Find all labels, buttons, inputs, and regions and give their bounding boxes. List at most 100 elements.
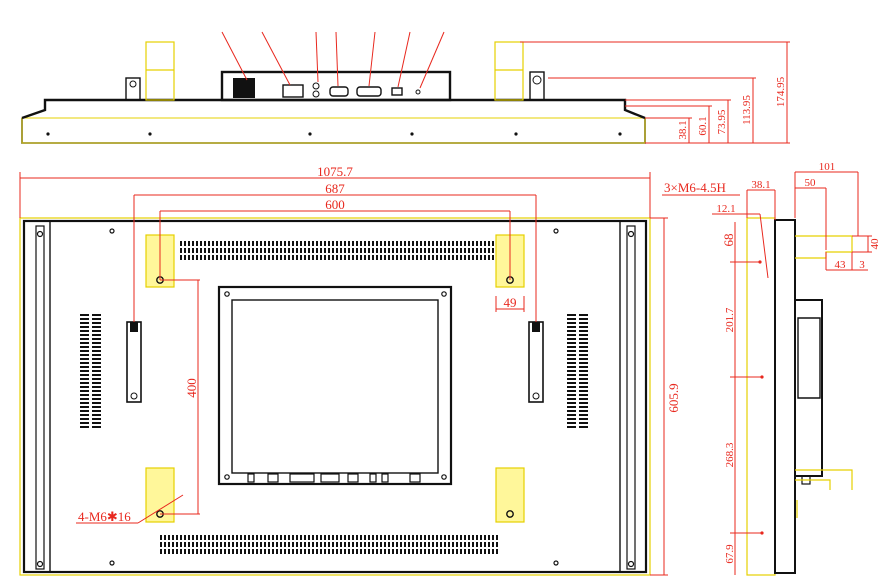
top-chassis-profile xyxy=(21,98,646,120)
vent-slot xyxy=(312,248,314,253)
vent-slot xyxy=(92,366,101,368)
vent-slot xyxy=(388,241,390,246)
vent-slot xyxy=(484,255,486,260)
vent-slot xyxy=(216,535,218,540)
vent-slot xyxy=(248,535,250,540)
dim-600: 600 xyxy=(325,197,345,212)
vent-slot xyxy=(579,402,588,404)
leader-line xyxy=(368,31,376,87)
vent-slot xyxy=(180,542,182,547)
vent-slot xyxy=(448,248,450,253)
vent-slot xyxy=(216,255,218,260)
vent-slot xyxy=(376,542,378,547)
vent-slot xyxy=(567,334,576,336)
vent-slot xyxy=(236,255,238,260)
vent-slot xyxy=(567,318,576,320)
vent-slot xyxy=(392,549,394,554)
vent-slot xyxy=(80,366,89,368)
vent-slot xyxy=(567,378,576,380)
vent-slot xyxy=(436,535,438,540)
vent-slot xyxy=(340,535,342,540)
vent-slot xyxy=(80,390,89,392)
vent-slot xyxy=(180,248,182,253)
vent-slot xyxy=(408,549,410,554)
vent-slot xyxy=(364,255,366,260)
vent-slot xyxy=(204,549,206,554)
vent-slot xyxy=(448,255,450,260)
vent-slot xyxy=(372,255,374,260)
panel-connectors xyxy=(247,473,421,483)
vent-slot xyxy=(456,255,458,260)
vent-slot xyxy=(92,382,101,384)
side-bracket-bottom xyxy=(795,469,853,490)
vent-slot xyxy=(496,535,498,540)
front-view: 1075.7 687 600 400 49 605.9 4-M6✱16 xyxy=(19,164,681,576)
vent-slot xyxy=(280,535,282,540)
vent-slot xyxy=(376,535,378,540)
vent-slot xyxy=(416,535,418,540)
vent-slot xyxy=(244,248,246,253)
vent-slot xyxy=(356,542,358,547)
vent-slot xyxy=(184,241,186,246)
vent-slot xyxy=(240,535,242,540)
vent-slot xyxy=(308,535,310,540)
vent-slot xyxy=(216,542,218,547)
vent-slot xyxy=(200,255,202,260)
vent-slot xyxy=(220,535,222,540)
vent-slot xyxy=(80,314,89,316)
vent-slot xyxy=(436,542,438,547)
vent-slot xyxy=(412,241,414,246)
vent-slot xyxy=(420,248,422,253)
vent-slot xyxy=(348,241,350,246)
vent-slot xyxy=(248,248,250,253)
vent-slot xyxy=(344,241,346,246)
vent-slot xyxy=(228,535,230,540)
vent-slot xyxy=(488,241,490,246)
side-hole-note: 3×M6-4.5H xyxy=(664,180,726,195)
vent-slot xyxy=(208,535,210,540)
vent-slot xyxy=(567,414,576,416)
vent-slot xyxy=(92,314,101,316)
vent-slot xyxy=(240,241,242,246)
vent-slot xyxy=(452,255,454,260)
vent-slot xyxy=(204,248,206,253)
vent-slot xyxy=(244,535,246,540)
vent-slot xyxy=(380,248,382,253)
vent-slot xyxy=(452,241,454,246)
vent-slot xyxy=(92,342,101,344)
vent-slot xyxy=(380,255,382,260)
vent-slot xyxy=(232,255,234,260)
vent-slots-right xyxy=(567,314,588,428)
vent-slot xyxy=(164,549,166,554)
vent-slot xyxy=(368,542,370,547)
dim-67: 67.9 xyxy=(724,544,736,564)
vent-slot xyxy=(424,549,426,554)
vent-slot xyxy=(316,255,318,260)
vent-slot xyxy=(368,255,370,260)
vent-slot xyxy=(80,350,89,352)
side-handle xyxy=(797,317,821,399)
side-rail-left xyxy=(35,225,45,570)
vent-slot xyxy=(492,241,494,246)
vent-slot xyxy=(328,542,330,547)
vent-slot xyxy=(324,241,326,246)
vent-slot xyxy=(456,248,458,253)
vent-slot xyxy=(356,535,358,540)
vent-slot xyxy=(484,549,486,554)
vent-slot xyxy=(232,248,234,253)
vent-slot xyxy=(476,542,478,547)
vent-slot xyxy=(92,426,101,428)
vent-slot xyxy=(384,255,386,260)
vent-slot xyxy=(196,542,198,547)
vent-slot xyxy=(320,535,322,540)
vent-slot xyxy=(579,322,588,324)
vent-slot xyxy=(400,248,402,253)
vent-slot xyxy=(92,398,101,400)
leader-line xyxy=(335,31,339,87)
vent-slot xyxy=(440,241,442,246)
vent-slot xyxy=(340,255,342,260)
vent-slot xyxy=(468,542,470,547)
vent-slot xyxy=(300,255,302,260)
vent-slot xyxy=(92,322,101,324)
